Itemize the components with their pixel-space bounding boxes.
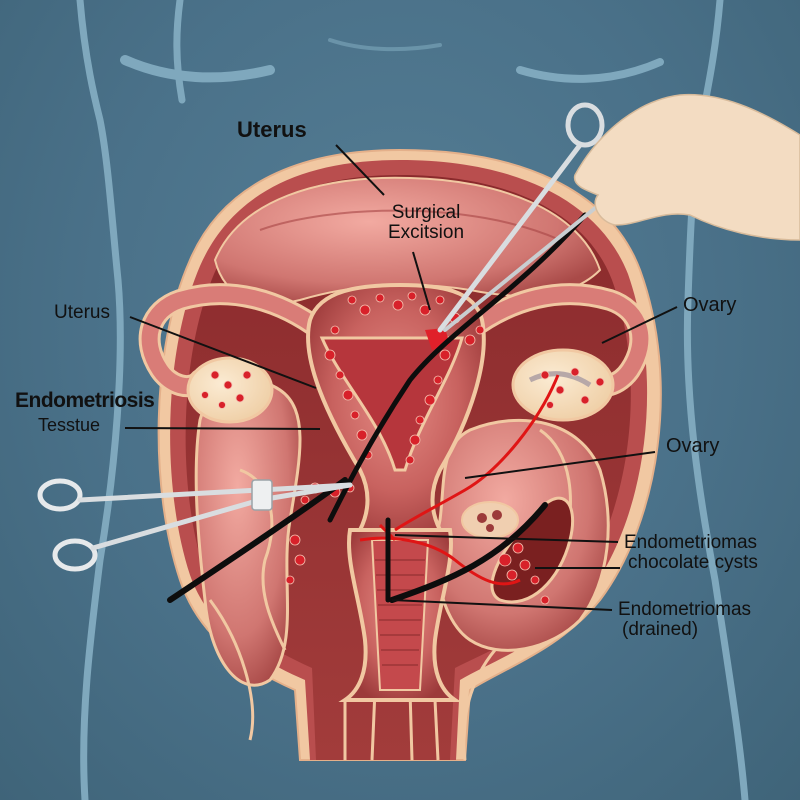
label-endometriomas-2: Endometriomas — [618, 599, 752, 620]
label-chocolate-cysts: chocolate cysts — [628, 551, 758, 573]
gloved-hand — [573, 93, 800, 241]
label-endometriomas-1: Endometriomas — [624, 532, 758, 553]
label-surgical-excision: Surgical Excitsion — [388, 203, 464, 243]
left-bowel — [194, 378, 302, 687]
label-surgical-line2: Excitsion — [388, 221, 465, 243]
left-ovary — [186, 356, 274, 424]
small-ovary-cyst — [461, 501, 519, 539]
label-tesstue: Tesstue — [38, 415, 101, 435]
label-ovary-mid: Ovary — [666, 435, 720, 457]
endometriosis-lesions — [201, 291, 605, 605]
label-uterus-left: Uterus — [54, 302, 110, 323]
label-endometriomas-drained: Endometriomas (drained) — [618, 600, 751, 640]
leader-lines — [124, 144, 678, 611]
guide-wires — [167, 212, 588, 603]
label-endometriosis: Endometriosis — [15, 389, 155, 412]
label-uterus-top: Uterus — [237, 117, 307, 142]
label-endometriomas-chocolate: Endometriomas chocolate cysts — [624, 533, 758, 573]
label-ovary-top: Ovary — [683, 294, 737, 316]
label-drained: (drained) — [622, 618, 699, 640]
left-forceps-icon — [37, 478, 353, 572]
label-surgical-line1: Surgical — [391, 202, 461, 223]
